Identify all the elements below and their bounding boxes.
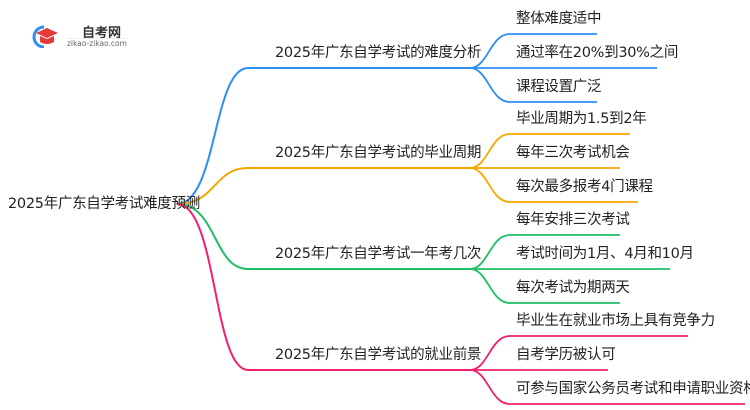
connector-line xyxy=(176,67,470,205)
leaf-node[interactable]: 每次考试为期两天 xyxy=(516,280,630,296)
leaf-node[interactable]: 毕业生在就业市场上具有竞争力 xyxy=(516,313,715,329)
connector-line xyxy=(469,33,597,69)
leaf-node[interactable]: 每次最多报考4门课程 xyxy=(516,179,653,195)
connector-line xyxy=(469,268,620,304)
connector-line xyxy=(176,167,470,205)
leaf-node[interactable]: 考试时间为1月、4月和10月 xyxy=(516,246,694,262)
leaf-node[interactable]: 可参与国家公务员考试和申请职业资格证书 xyxy=(516,381,750,397)
leaf-node[interactable]: 每年安排三次考试 xyxy=(516,212,630,228)
logo: 自考网 zikao-zikao.com xyxy=(30,22,140,48)
leaf-node[interactable]: 每年三次考试机会 xyxy=(516,145,630,161)
leaf-node[interactable]: 通过率在20%到30%之间 xyxy=(516,45,679,61)
connector-line xyxy=(469,133,630,169)
leaf-node[interactable]: 毕业周期为1.5到2年 xyxy=(516,111,647,127)
root-node[interactable]: 2025年广东自学考试难度预测 xyxy=(8,196,200,212)
leaf-node[interactable]: 课程设置广泛 xyxy=(516,79,602,95)
connector-line xyxy=(469,335,688,371)
branch-node[interactable]: 2025年广东自学考试的难度分析 xyxy=(275,45,482,61)
connector-line xyxy=(176,203,470,270)
connector-line xyxy=(469,167,638,203)
leaf-node[interactable]: 自考学历被认可 xyxy=(516,347,616,363)
connector-line xyxy=(469,234,620,270)
connector-line xyxy=(176,203,470,371)
connector-line xyxy=(469,369,745,405)
graduation-cap-icon xyxy=(32,25,58,48)
leaf-node[interactable]: 整体难度适中 xyxy=(516,11,602,27)
branch-node[interactable]: 2025年广东自学考试的毕业周期 xyxy=(275,145,482,161)
branch-node[interactable]: 2025年广东自学考试的就业前景 xyxy=(275,347,482,363)
branch-node[interactable]: 2025年广东自学考试一年考几次 xyxy=(275,246,482,262)
logo-url: zikao-zikao.com xyxy=(67,38,127,48)
connector-line xyxy=(469,67,597,103)
logo-title: 自考网 xyxy=(82,26,122,41)
